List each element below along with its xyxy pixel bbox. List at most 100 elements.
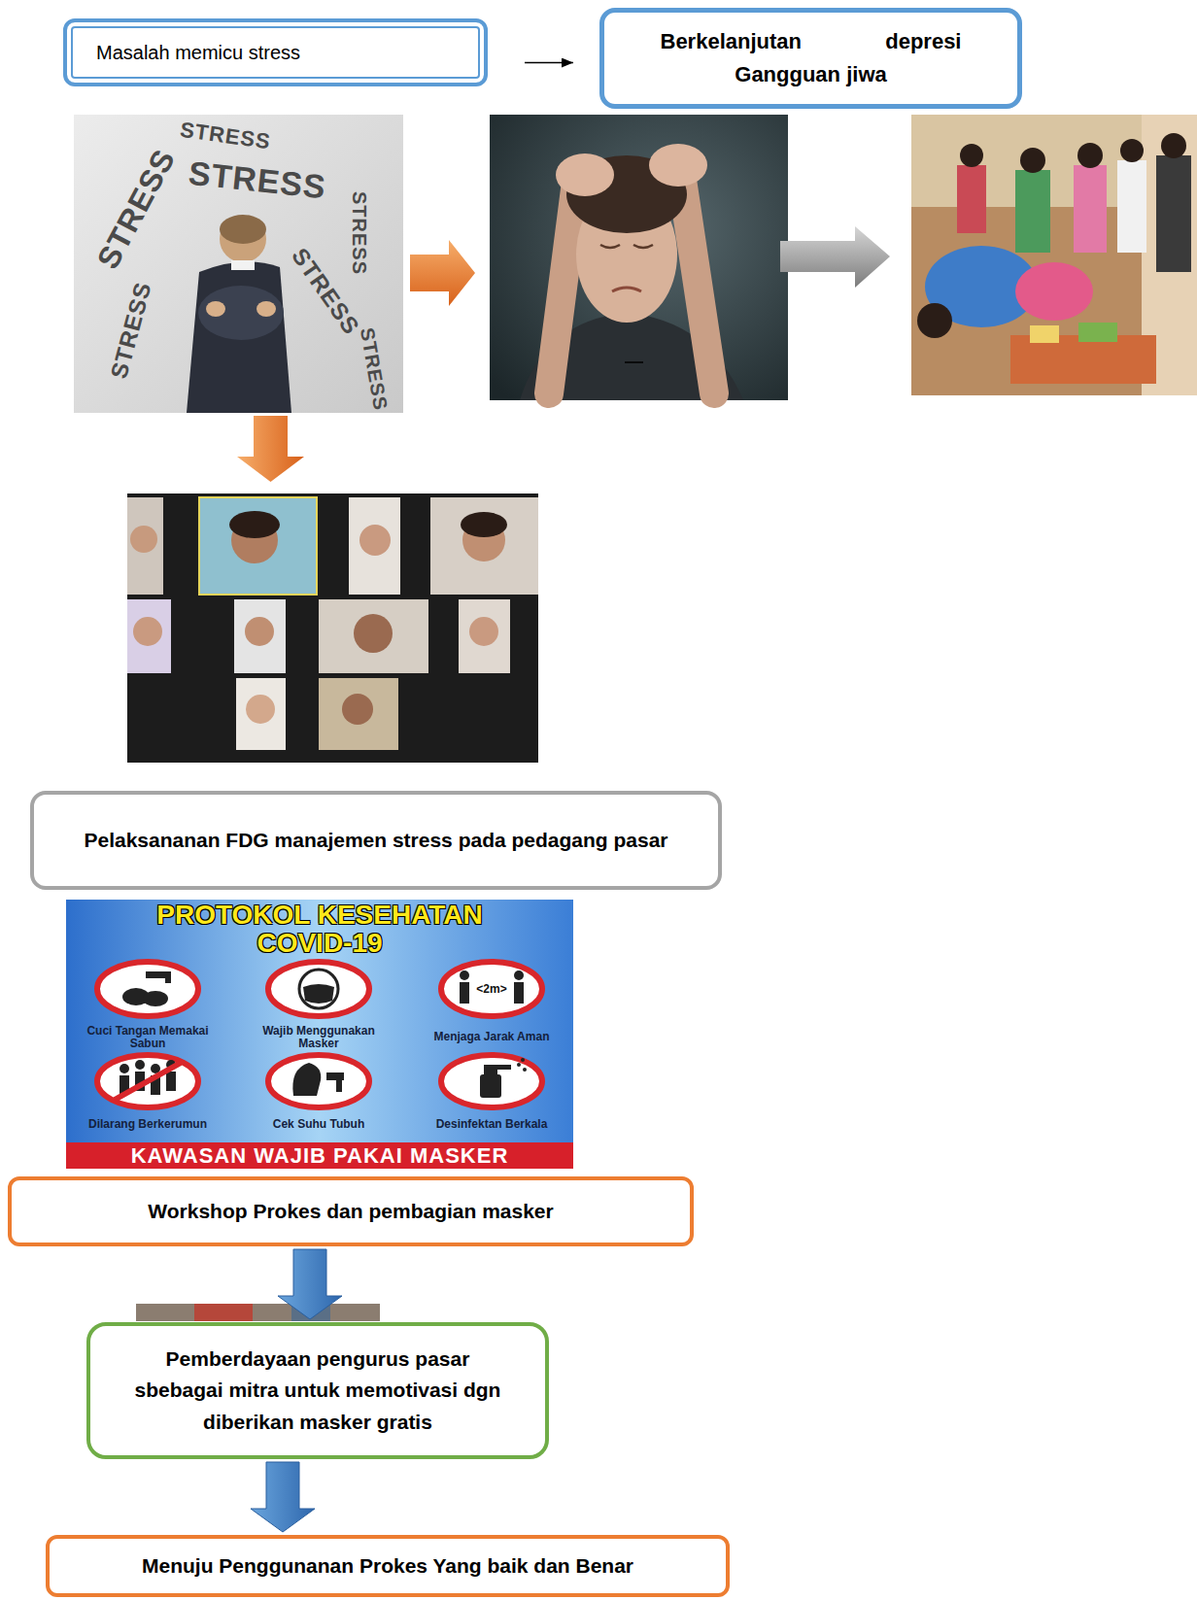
protocol-poster <box>479 1074 502 1098</box>
protocol-poster <box>66 899 574 1169</box>
protocol-poster <box>516 1062 521 1067</box>
poster-caption: Cuci Tangan Memakai Sabun <box>74 1025 221 1051</box>
depression-photo <box>682 179 715 394</box>
box-text: Berkelanjutan depresi Gangguan jiwa <box>660 25 962 92</box>
stress-photo <box>219 214 267 244</box>
protocol-poster <box>292 1062 321 1096</box>
video-call-photo <box>199 497 317 595</box>
video-call-photo <box>318 678 399 751</box>
depression-photo <box>489 114 788 401</box>
distance-mark: <2m> <box>476 983 507 995</box>
activity-photo <box>957 165 987 234</box>
poster-title: PROTOKOL KESEHATAN COVID-19 <box>110 900 529 958</box>
photo-strip <box>194 1303 253 1322</box>
word-art: STRESS <box>349 191 370 275</box>
protocol-poster <box>522 1067 527 1072</box>
protocol-poster <box>165 971 171 984</box>
activity-photo <box>1161 133 1187 159</box>
activity-photo <box>1156 155 1192 273</box>
protocol-poster <box>441 961 543 1017</box>
stress-photo <box>73 114 404 413</box>
protocol-poster <box>66 1142 574 1169</box>
video-call-photo <box>234 599 286 674</box>
arrow-line <box>524 62 574 65</box>
protocol-poster <box>66 899 574 1169</box>
activity-photo <box>1117 160 1147 253</box>
video-call-photo <box>236 678 286 751</box>
protocol-poster <box>441 1055 543 1108</box>
video-call-photo <box>348 497 401 595</box>
video-call-photo <box>229 511 280 539</box>
video-call-photo <box>199 497 317 595</box>
process-box: Menuju Penggunanan Prokes Yang baik dan … <box>45 1535 730 1598</box>
stress-photo <box>219 215 267 263</box>
video-call-photo <box>133 616 163 647</box>
depression-photo <box>555 153 615 197</box>
flow-arrow <box>410 239 476 307</box>
protocol-poster <box>97 961 199 1017</box>
depression-photo <box>489 114 788 401</box>
video-call-photo <box>469 616 499 647</box>
protocol-poster <box>497 1064 512 1070</box>
process-box: Workshop Prokes dan pembagian masker <box>7 1176 694 1247</box>
activity-photo <box>911 114 1197 396</box>
activity-photo <box>959 143 984 168</box>
video-call-photo <box>127 493 539 763</box>
protocol-poster <box>513 982 524 1004</box>
video-call-photo <box>359 524 391 556</box>
video-call-photo <box>244 616 274 647</box>
activity-photo <box>1029 325 1060 343</box>
protocol-poster <box>268 1055 370 1108</box>
block-arrow <box>277 1249 342 1320</box>
protocol-poster <box>268 961 370 1017</box>
video-call-photo <box>127 497 164 595</box>
box-text: Menuju Penggunanan Prokes Yang baik dan … <box>78 1550 697 1583</box>
process-box: Masalah memicu stress <box>63 18 488 87</box>
depression-photo <box>624 361 644 364</box>
activity-photo <box>911 114 1197 396</box>
depression-photo <box>612 287 642 292</box>
photo-strip <box>136 1303 380 1322</box>
activity-photo <box>1073 165 1107 253</box>
stress-photo <box>198 285 284 341</box>
video-call-photo <box>458 599 511 674</box>
stress-photo <box>73 114 404 413</box>
poster-caption: Wajib Menggunakan Masker <box>245 1025 392 1051</box>
protocol-poster <box>459 982 470 1004</box>
poster-caption: Menjaga Jarak Aman <box>418 1030 565 1044</box>
stress-photo <box>205 301 226 317</box>
process-box: Berkelanjutan depresi Gangguan jiwa <box>599 7 1023 109</box>
protocol-poster <box>336 1078 342 1093</box>
poster-caption: Cek Suhu Tubuh <box>245 1118 392 1131</box>
protocol-poster <box>513 970 524 981</box>
poster-caption: Dilarang Berkerumun <box>74 1118 221 1131</box>
process-box: Pemberdayaan pengurus pasar sbebagai mit… <box>86 1322 549 1460</box>
stress-photo <box>231 260 255 271</box>
video-call-photo <box>127 599 171 674</box>
photo-strip <box>136 1303 380 1322</box>
block-arrow <box>250 1462 315 1533</box>
activity-photo <box>1015 262 1094 321</box>
video-call-photo <box>245 694 275 724</box>
activity-photo <box>1120 138 1144 163</box>
protocol-poster <box>119 1063 130 1074</box>
box-text: Workshop Prokes dan pembagian masker <box>40 1196 661 1229</box>
video-call-photo <box>127 493 539 763</box>
activity-photo <box>1077 142 1103 169</box>
protocol-poster <box>299 969 339 1009</box>
box-text: Masalah memicu stress <box>96 37 455 69</box>
protocol-poster <box>303 984 335 1004</box>
activity-photo <box>917 303 953 339</box>
flow-arrow <box>237 415 305 482</box>
activity-photo <box>1015 170 1051 253</box>
poster-banner-text: KAWASAN WAJIB PAKAI MASKER <box>131 1145 510 1167</box>
protocol-poster <box>520 1058 525 1062</box>
protocol-poster <box>114 1062 181 1100</box>
depression-photo <box>649 143 708 187</box>
depression-photo <box>548 189 576 394</box>
protocol-poster <box>483 1064 498 1075</box>
flow-arrow <box>780 226 890 288</box>
stress-photo <box>186 262 292 413</box>
video-call-photo <box>430 497 539 595</box>
protocol-poster <box>142 991 169 1007</box>
